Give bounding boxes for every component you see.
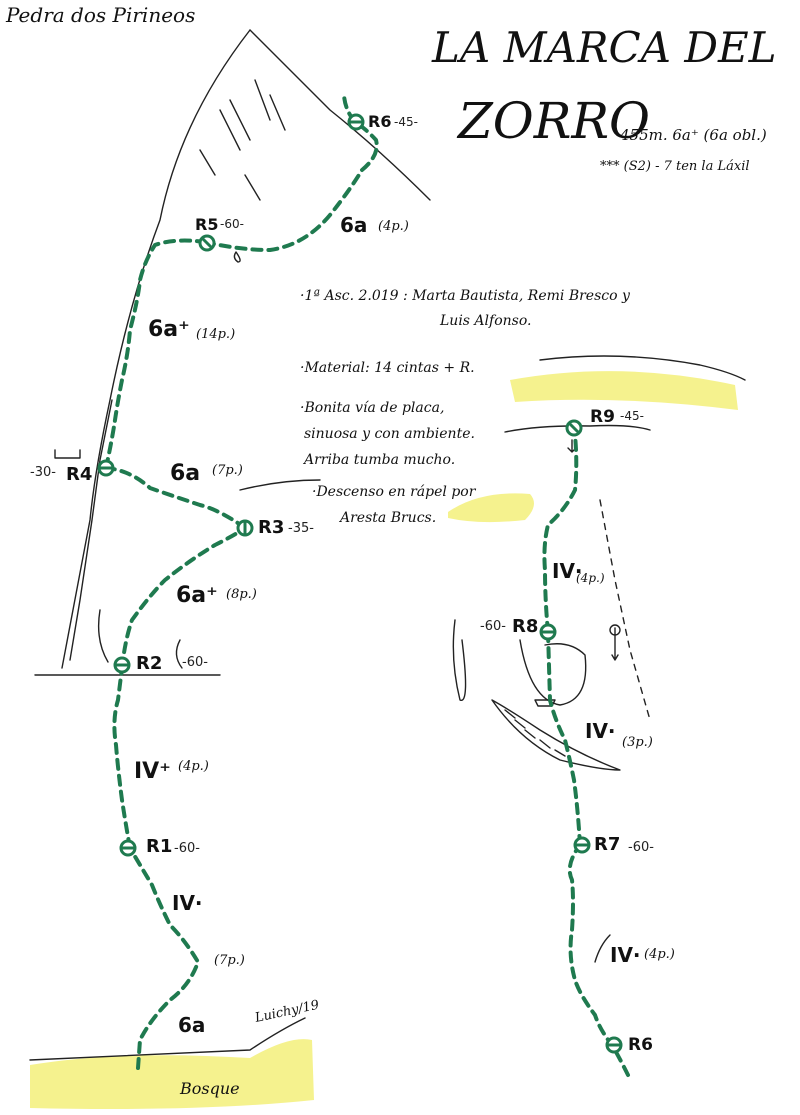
belay-r6b-label: R6 [628, 1035, 653, 1055]
belay-r7-label: R7 [594, 834, 620, 855]
forest-label: Bosque [179, 1079, 240, 1098]
pitch9-bolts: (3p.) [622, 735, 653, 750]
description-line3: Arriba tumba mucho. [302, 452, 455, 468]
description-line1: ·Bonita vía de placa, [300, 400, 444, 416]
belay-r1-length: -60- [174, 841, 200, 856]
author-signature: Luichy/19 [253, 998, 321, 1026]
forest-base-highlight [30, 1039, 314, 1109]
belay-r9-length: -45- [620, 409, 644, 423]
crag-name: Pedra dos Pirineos [5, 3, 195, 27]
pitch3-bolts: (4p.) [178, 759, 209, 774]
description-line2: sinuosa y con ambiente. [304, 426, 475, 442]
material-note: ·Material: 14 cintas + R. [300, 360, 475, 376]
route-line-r4-r5 [106, 241, 205, 468]
route-line-r8-r9 [544, 425, 576, 632]
belay-r3-length: -35- [288, 521, 314, 536]
first-ascent-line2: Luis Alfonso. [439, 313, 531, 329]
pitch2-grade: IV· [172, 891, 203, 915]
belay-r8-marker [541, 625, 555, 639]
belay-r7-length: -60- [628, 840, 654, 855]
belay-r1-label: R1 [146, 836, 172, 857]
pitch4-grade: 6a⁺ [176, 583, 218, 608]
belay-r5-marker [200, 236, 214, 250]
pitch4-bolts: (8p.) [226, 587, 257, 602]
belay-r1-marker [121, 841, 135, 855]
pitch1-bolts: (7p.) [214, 953, 245, 968]
belay-r8-label: R8 [512, 616, 538, 637]
pitch5-bolts: (7p.) [212, 463, 243, 478]
pitch8-grade: IV· [610, 943, 641, 967]
left-rock-face [30, 30, 430, 1060]
belay-r9-label: R9 [590, 407, 615, 427]
belay-r4-length: -30- [30, 465, 56, 480]
descent-line2: Aresta Brucs. [338, 510, 436, 526]
belay-r6-label: R6 [368, 112, 391, 131]
route-line-r1-r2 [114, 668, 130, 848]
descent-line1: ·Descenso en rápel por [312, 484, 477, 500]
pitch6-grade: 6a⁺ [148, 317, 190, 342]
belay-r6-marker [349, 115, 363, 129]
belay-r4-marker [99, 461, 113, 475]
pitch10-bolts: (4p.) [576, 571, 605, 585]
pitch3-grade: IV⁺ [134, 759, 171, 784]
belay-r3-label: R3 [258, 517, 284, 538]
pitch7-grade: 6a [340, 213, 367, 237]
route-rating: *** (S2) - 7 ten la Láxil [600, 159, 750, 174]
belay-r4-label: R4 [66, 464, 92, 485]
belay-r6b-marker [607, 1038, 621, 1052]
belay-r9-marker [567, 421, 581, 435]
belay-r3-marker [238, 521, 252, 535]
belay-r6-length: -45- [394, 115, 418, 129]
pitch8-bolts: (4p.) [644, 947, 675, 962]
route-title-line1: LA MARCA DEL [431, 23, 777, 72]
first-ascent-line1: ·1ª Asc. 2.019 : Marta Bautista, Remi Br… [300, 288, 631, 304]
belay-r5-label: R5 [195, 215, 218, 234]
belay-r2-marker [115, 658, 129, 672]
upper-ledge-vegetation [510, 371, 738, 410]
belay-r7-marker [575, 838, 589, 852]
belay-r8-length: -60- [480, 619, 506, 634]
pitch7-bolts: (4p.) [378, 219, 409, 234]
pitch9-grade: IV· [585, 719, 616, 743]
pitch1-grade: 6a [178, 1013, 205, 1037]
pitch6-bolts: (14p.) [196, 327, 235, 342]
belay-r2-length: -60- [182, 655, 208, 670]
pitch5-grade: 6a [170, 461, 200, 486]
belay-r5-length: -60- [220, 217, 244, 231]
route-grade-info: 455m. 6a⁺ (6a obl.) [619, 126, 767, 144]
right-rock-face [453, 356, 745, 962]
belay-r2-label: R2 [136, 653, 162, 674]
